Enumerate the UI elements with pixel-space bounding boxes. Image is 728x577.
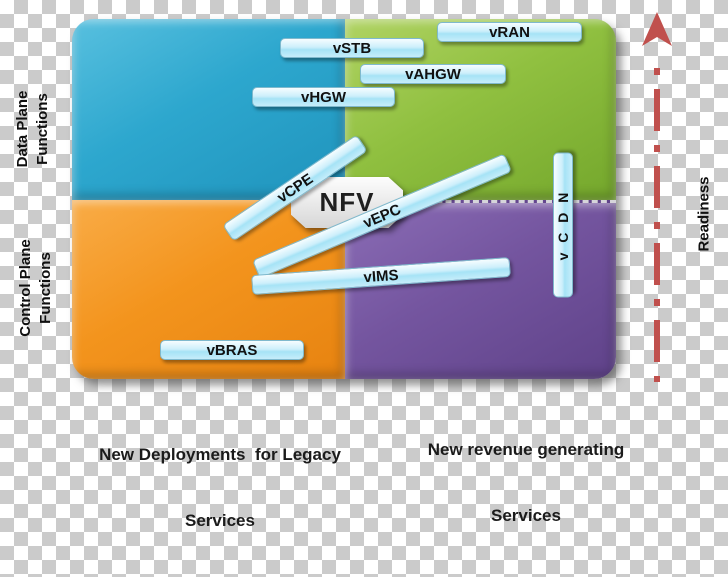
- axis-label-data-plane: Data Plane Functions: [13, 64, 54, 194]
- nfv-quadrant-diagram: NFV vRAN vSTB vAHGW vHGW vBRAS vCPE vEPC…: [13, 12, 713, 530]
- bar-vahgw-label: vAHGW: [405, 65, 461, 83]
- bar-vhgw-label: vHGW: [301, 88, 346, 106]
- caption-revenue-services: New revenue generating Services: [406, 395, 646, 572]
- caption-legacy-line2: Services: [185, 511, 255, 531]
- bar-vcdn-label: v C D N: [555, 189, 571, 261]
- readiness-arrow-icon: [642, 12, 672, 382]
- axis-label-control-plane: Control Plane Functions: [16, 223, 57, 353]
- caption-revenue-line2: Services: [491, 506, 561, 526]
- axis-label-control-plane-line2: Functions: [37, 252, 54, 324]
- bar-vran-label: vRAN: [489, 23, 530, 41]
- axis-label-control-plane-line1: Control Plane: [16, 239, 34, 337]
- caption-revenue-line1: New revenue generating: [427, 440, 625, 460]
- axis-label-data-plane-line1: Data Plane: [13, 90, 31, 168]
- bar-vstb: vSTB: [280, 38, 424, 58]
- bar-vstb-label: vSTB: [332, 39, 372, 57]
- readiness-label: Readiness: [695, 176, 713, 252]
- bar-vbras-label: vBRAS: [206, 341, 258, 359]
- bar-vims-label: vIMS: [362, 266, 400, 286]
- bar-vran: vRAN: [437, 22, 582, 42]
- bar-vcdn: v C D N: [553, 152, 573, 298]
- caption-legacy-line1: New Deployments for Legacy: [99, 445, 341, 465]
- bar-vhgw: vHGW: [252, 87, 395, 107]
- bar-vbras: vBRAS: [160, 340, 304, 360]
- caption-legacy-services: New Deployments for Legacy Services: [90, 400, 350, 577]
- bar-vahgw: vAHGW: [360, 64, 506, 84]
- axis-label-data-plane-line2: Functions: [34, 93, 51, 165]
